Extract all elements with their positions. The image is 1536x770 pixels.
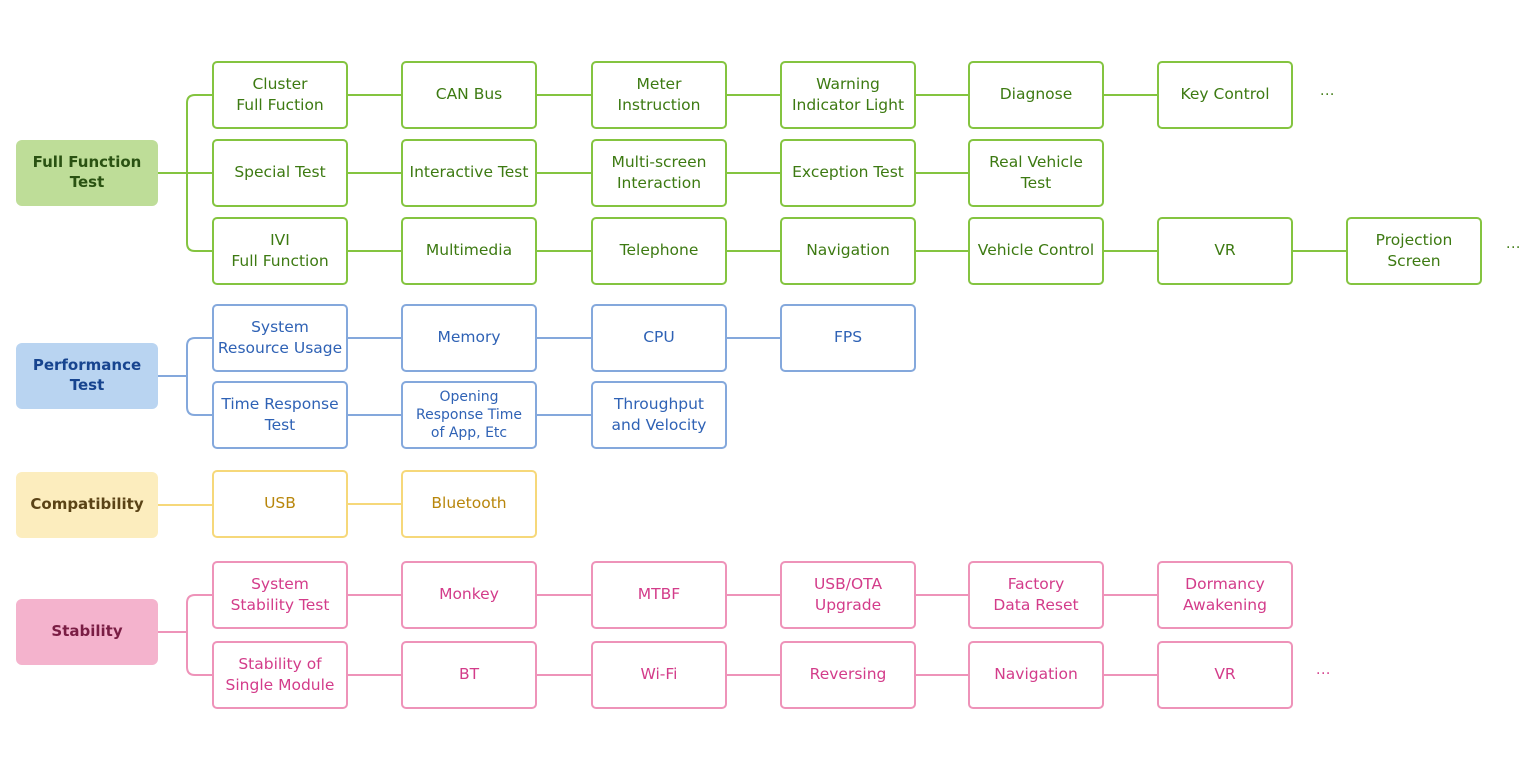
stability-box: System Stability Test (212, 561, 348, 629)
full-function-box: Key Control (1157, 61, 1293, 129)
stability-box: Navigation (968, 641, 1104, 709)
more-ellipsis: ... (1506, 236, 1521, 252)
full-function-box: Special Test (212, 139, 348, 207)
stability-box: Dormancy Awakening (1157, 561, 1293, 629)
more-ellipsis: ... (1316, 662, 1331, 678)
full-function-box: Interactive Test (401, 139, 537, 207)
stability-box: Stability of Single Module (212, 641, 348, 709)
performance-box: Memory (401, 304, 537, 372)
performance-box: Opening Response Time of App, Etc (401, 381, 537, 449)
full-function-box: Meter Instruction (591, 61, 727, 129)
full-function-box: Navigation (780, 217, 916, 285)
stability-box: Monkey (401, 561, 537, 629)
stability-box: MTBF (591, 561, 727, 629)
stability-box: VR (1157, 641, 1293, 709)
performance-box: FPS (780, 304, 916, 372)
full-function-box: VR (1157, 217, 1293, 285)
performance-box: System Resource Usage (212, 304, 348, 372)
stability-box: Wi-Fi (591, 641, 727, 709)
stability-box: BT (401, 641, 537, 709)
category-performance: Performance Test (16, 343, 158, 409)
bracket-stability (186, 594, 212, 676)
full-function-box: Telephone (591, 217, 727, 285)
category-compatibility: Compatibility (16, 472, 158, 538)
full-function-box: IVI Full Function (212, 217, 348, 285)
more-ellipsis: ... (1320, 83, 1335, 99)
compatibility-box: USB (212, 470, 348, 538)
full-function-box: Multimedia (401, 217, 537, 285)
full-function-box: CAN Bus (401, 61, 537, 129)
performance-box: Time Response Test (212, 381, 348, 449)
full-function-box: Cluster Full Fuction (212, 61, 348, 129)
stability-box: Factory Data Reset (968, 561, 1104, 629)
full-function-box: Vehicle Control (968, 217, 1104, 285)
performance-box: CPU (591, 304, 727, 372)
stability-box: USB/OTA Upgrade (780, 561, 916, 629)
category-stability: Stability (16, 599, 158, 665)
full-function-box: Multi-screen Interaction (591, 139, 727, 207)
compatibility-box: Bluetooth (401, 470, 537, 538)
full-function-box: Real Vehicle Test (968, 139, 1104, 207)
performance-box: Throughput and Velocity (591, 381, 727, 449)
stability-box: Reversing (780, 641, 916, 709)
category-full-function: Full Function Test (16, 140, 158, 206)
full-function-box: Warning Indicator Light (780, 61, 916, 129)
full-function-box: Projection Screen (1346, 217, 1482, 285)
full-function-box: Exception Test (780, 139, 916, 207)
full-function-box: Diagnose (968, 61, 1104, 129)
bracket-performance (186, 337, 212, 416)
